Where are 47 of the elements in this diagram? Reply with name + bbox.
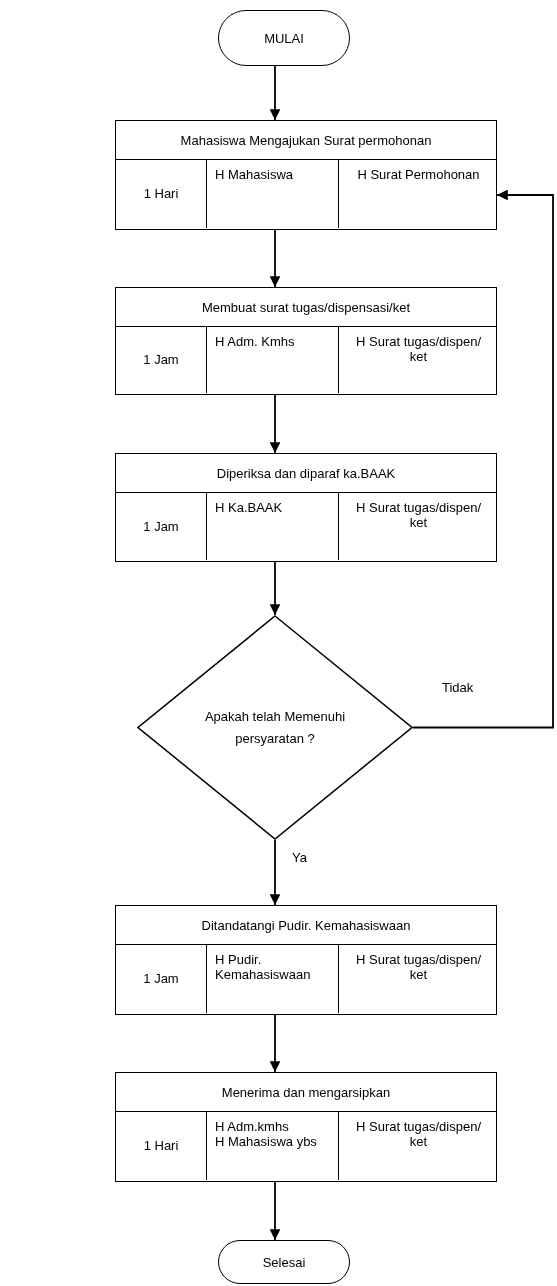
terminal-shape	[218, 10, 350, 66]
arrow	[269, 65, 281, 121]
cell-text: H Adm.kmhs	[215, 1119, 290, 1134]
edge-label: Ya	[290, 850, 309, 865]
process-box	[115, 120, 497, 230]
cell-text: H Adm. Kmhs	[215, 334, 296, 349]
table-cell	[206, 1111, 339, 1180]
step-title: Ditandatangi Pudir. Kemahasiswaan	[201, 917, 411, 933]
table-cell	[206, 944, 339, 1013]
cell-text: H Surat tugas/dispen/ ket	[355, 500, 482, 530]
cell-text: H Surat tugas/dispen/ ket	[355, 1119, 482, 1149]
arrow	[269, 1014, 281, 1073]
step-title: Menerima dan mengarsipkan	[221, 1084, 391, 1100]
cell-text: 1 Jam	[143, 518, 179, 534]
process-box	[115, 453, 497, 562]
arrow	[269, 561, 281, 616]
cell-text: H Surat Permohonan	[356, 167, 481, 182]
step-title: Mahasiswa Mengajukan Surat permohonan	[180, 132, 432, 148]
arrow	[269, 839, 281, 906]
table-cell	[206, 492, 339, 560]
table-cell	[206, 159, 339, 228]
cell-text: 1 Hari	[143, 1138, 179, 1153]
arrow	[412, 189, 554, 729]
cell-text: H Mahasiswa	[215, 167, 295, 182]
cell-text: H Mahasiswa ybs	[215, 1134, 318, 1149]
step-title: Membuat surat tugas/dispensasi/ket	[201, 299, 411, 315]
table-cell	[206, 326, 339, 393]
cell-text: 1 Jam	[143, 352, 179, 367]
step-title: Diperiksa dan diparaf ka.BAAK	[216, 465, 396, 481]
cell-text: H Pudir. Kemahasiswaan	[215, 952, 312, 982]
edge-label: Tidak	[440, 680, 476, 695]
process-box	[115, 287, 497, 395]
terminal-label: MULAI	[264, 30, 304, 46]
process-box	[115, 905, 497, 1015]
cell-text: H Surat tugas/dispen/ ket	[355, 334, 482, 364]
terminal-label: Selesai	[262, 1254, 306, 1270]
arrow	[269, 1181, 281, 1241]
cell-text: H Ka.BAAK	[215, 500, 284, 515]
cell-text: 1 Hari	[143, 186, 179, 201]
arrow	[269, 394, 281, 454]
arrow	[269, 229, 281, 288]
process-box	[115, 1072, 497, 1182]
terminal-shape	[218, 1240, 350, 1284]
decision-diamond	[137, 615, 413, 840]
decision-text: Apakah telah Memenuhi persyaratan ?	[203, 707, 347, 748]
cell-text: 1 Jam	[143, 971, 179, 986]
cell-text: H Surat tugas/dispen/ ket	[355, 952, 482, 982]
